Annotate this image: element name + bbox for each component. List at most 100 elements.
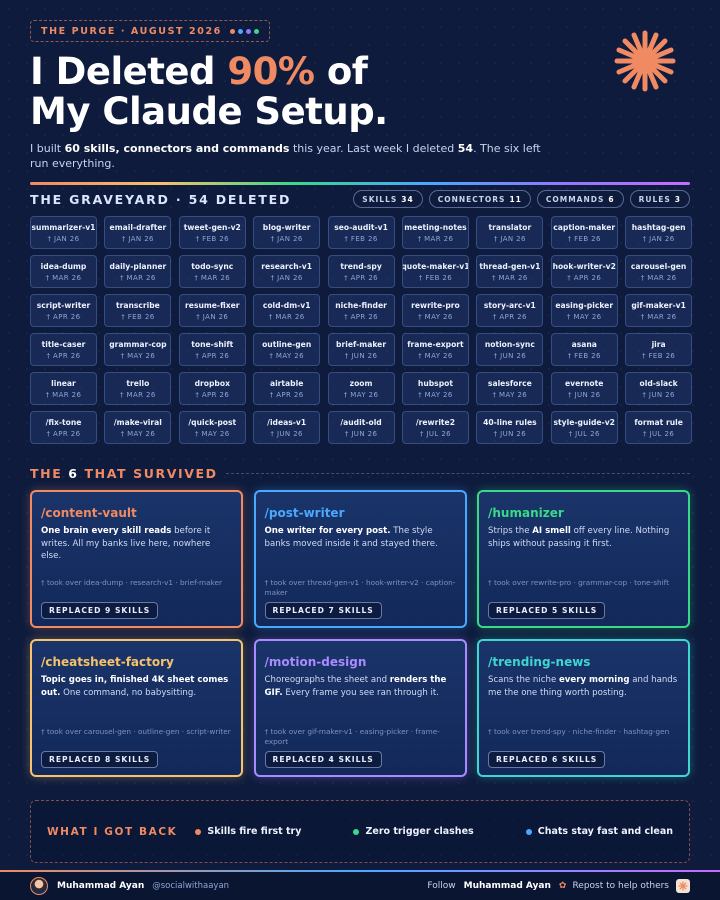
tile-name: asana: [571, 339, 597, 349]
card-description: One writer for every post. The style ban…: [265, 525, 456, 571]
tile-date: † JAN 26: [493, 234, 526, 243]
graveyard-tile: salesforce† MAY 26: [476, 372, 544, 405]
tile-date: † MAY 26: [492, 390, 528, 399]
tile-date: † MAY 26: [120, 429, 156, 438]
card-description: Topic goes in, finished 4K sheet comes o…: [41, 674, 232, 720]
tile-name: seo-audit-v1: [334, 222, 388, 232]
tile-name: trend-spy: [340, 261, 382, 271]
tile-name: /make-viral: [113, 417, 162, 427]
author-handle[interactable]: @socialwithaayan: [152, 881, 230, 891]
graveyard-tile: story-arc-v1† APR 26: [476, 294, 544, 327]
got-back-label: Zero trigger clashes: [365, 826, 474, 837]
title-line-2: My Claude Setup.: [30, 90, 388, 133]
card-desc-bold: renders the GIF.: [264, 675, 447, 698]
graveyard-tile: trello† MAR 26: [104, 372, 172, 405]
kicker-badge: THE PURGE · AUGUST 2026: [30, 20, 270, 42]
tile-name: todo-sync: [191, 261, 234, 271]
star-badge-icon: [676, 879, 690, 893]
graveyard-tile: frame-export† MAY 26: [401, 333, 469, 366]
got-back-item: Chats stay fast and clean: [525, 826, 673, 837]
card-desc-part: Strips the: [488, 526, 533, 536]
title-line-1: I Deleted 90% of: [30, 52, 590, 92]
graveyard-tile: outline-gen† MAY 26: [253, 333, 321, 366]
graveyard-tile: dropbox† APR 26: [178, 372, 246, 405]
tile-name: caption-maker: [553, 222, 616, 232]
card-desc-part: off every line. Nothing ships without pa…: [488, 526, 670, 549]
bullet-dot: [195, 828, 202, 835]
graveyard-tile: easing-picker† MAY 26: [550, 294, 618, 327]
replaced-badge: REPLACED 8 SKILLS: [41, 751, 159, 768]
tile-name: trello: [126, 378, 150, 388]
card-took-over: † took over thread-gen-v1 · hook-writer-…: [264, 578, 456, 597]
graveyard-tile: title-caser† APR 26: [30, 333, 97, 366]
tile-date: † JUL 26: [568, 429, 600, 438]
tile-name: transcribe: [115, 300, 160, 310]
tile-name: jira: [651, 339, 666, 349]
tile-date: † JUN 26: [270, 429, 303, 438]
got-back-title: WHAT I GOT BACK: [47, 825, 178, 838]
tile-date: † MAR 26: [120, 273, 156, 282]
replaced-badge: REPLACED 6 SKILLS: [488, 751, 606, 768]
tile-name: rewrite-pro: [411, 300, 460, 310]
card-desc-bold: One brain every skill reads: [41, 526, 172, 536]
graveyard-tile: /rewrite2† JUL 26: [401, 411, 469, 444]
tile-name: resume-fixer: [185, 300, 240, 310]
graveyard-tile: /ideas-v1† JUN 26: [253, 411, 321, 444]
graveyard-tile: carousel-gen† MAR 26: [625, 255, 693, 288]
graveyard-tile: linear† MAR 26: [30, 372, 97, 405]
author-name[interactable]: Muhammad Ayan: [57, 881, 145, 891]
card-took-over: † took over carousel-gen · outline-gen ·…: [41, 727, 231, 736]
graveyard-tile: idea-dump† MAR 26: [30, 255, 97, 288]
tile-date: † JUL 26: [643, 429, 675, 438]
graveyard-tile: todo-sync† MAR 26: [178, 255, 246, 288]
got-back-panel: WHAT I GOT BACK Skills fire first try Ze…: [30, 800, 690, 863]
card-desc-bold: AI smell: [532, 526, 571, 536]
graveyard-tile: evernote† JUN 26: [550, 372, 618, 405]
tile-date: † FEB 26: [195, 234, 229, 243]
tile-date: † FEB 26: [641, 351, 676, 360]
tile-name: tone-shift: [191, 339, 234, 349]
replaced-badge: REPLACED 4 SKILLS: [264, 751, 382, 768]
card-desc-part: The style banks moved inside it and stay…: [264, 526, 438, 549]
graveyard-tile: research-v1† JAN 26: [253, 255, 321, 288]
tile-date: † MAR 26: [45, 390, 82, 399]
tile-name: email-drafter: [109, 222, 167, 232]
card-desc-bold: every morning: [558, 675, 630, 685]
tile-date: † JUN 26: [493, 429, 527, 438]
tile-date: † MAY 26: [269, 351, 304, 360]
card-desc-part: Scans the niche: [488, 675, 559, 685]
tile-name: idea-dump: [40, 261, 87, 271]
pill-count: 3: [674, 194, 681, 204]
graveyard-tile: transcribe † FEB 26: [104, 294, 172, 327]
tile-date: † APR 26: [195, 390, 230, 399]
tile-name: brief-maker: [336, 339, 387, 349]
got-back-item: Skills fire first try: [195, 826, 301, 837]
tile-date: † JAN 26: [642, 234, 675, 243]
card-desc-part: before it writes. All my banks live here…: [41, 526, 211, 561]
card-desc-bold: Topic goes in, finished 4K sheet comes o…: [41, 675, 229, 698]
graveyard-tile: zoom† MAY 26: [327, 372, 395, 405]
tile-name: /audit-old: [340, 417, 382, 427]
tile-date: † FEB 26: [121, 312, 155, 321]
tile-date: † MAR 26: [491, 273, 528, 282]
avatar[interactable]: [30, 877, 48, 895]
graveyard-title: THE GRAVEYARD · 54 DELETED: [30, 192, 292, 207]
follow-name[interactable]: Muhammad Ayan: [463, 881, 551, 891]
pill-label: COMMANDS: [545, 194, 605, 204]
graveyard-tile: trend-spy† APR 26: [327, 255, 395, 288]
graveyard-tile: resume-fixer† JAN 26: [178, 294, 246, 327]
subtitle-bold: 54: [457, 142, 474, 155]
tile-name: meeting-notes: [404, 222, 467, 232]
graveyard-tile: /fix-tone† APR 26: [30, 411, 97, 444]
tile-name: evernote: [565, 378, 604, 388]
repost-icon: ✿: [558, 881, 567, 891]
card-title: /trending-news: [488, 655, 591, 669]
tile-date: † JUN 26: [493, 351, 527, 360]
graveyard-tile: brief-maker† JUN 26: [327, 333, 395, 366]
tile-date: † APR 26: [46, 429, 81, 438]
